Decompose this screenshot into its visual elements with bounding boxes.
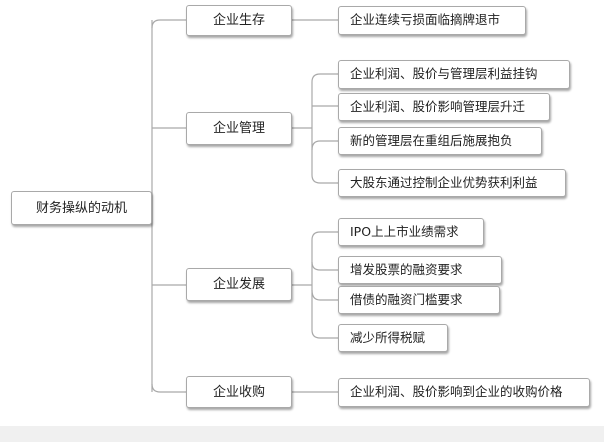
leaf-node-development-3[interactable]: 借债的融资门槛要求 [338,286,500,314]
leaf-node-acquisition-1[interactable]: 企业利润、股价影响到企业的收购价格 [338,378,590,407]
branch-node-acquisition[interactable]: 企业收购 [186,376,292,408]
branch-node-management[interactable]: 企业管理 [186,112,292,145]
connector-root-branch-0 [151,19,186,29]
leaf-node-management-2[interactable]: 企业利润、股价影响管理层升迁 [338,93,550,121]
leaf-node-development-2[interactable]: 增发股票的融资要求 [338,256,502,284]
leaf-node-management-3[interactable]: 新的管理层在重组后施展抱负 [338,127,542,155]
connector-root-branch-3 [151,383,186,393]
connector-branch-1 [292,82,313,175]
branch-node-development[interactable]: 企业发展 [186,268,292,301]
branch-node-survival[interactable]: 企业生存 [186,5,292,36]
leaf-node-survival-1[interactable]: 企业连续亏损面临摘牌退市 [338,6,526,35]
leaf-node-development-4[interactable]: 减少所得税赋 [338,324,448,352]
root-node[interactable]: 财务操纵的动机 [11,191,152,225]
leaf-node-management-4[interactable]: 大股东通过控制企业优势获利利益 [338,169,566,197]
bottom-band [0,426,604,442]
leaf-node-management-1[interactable]: 企业利润、股价与管理层利益挂钩 [338,60,570,89]
connector-branch-2 [292,240,313,330]
leaf-node-development-1[interactable]: IPO上上市业绩需求 [338,218,484,246]
